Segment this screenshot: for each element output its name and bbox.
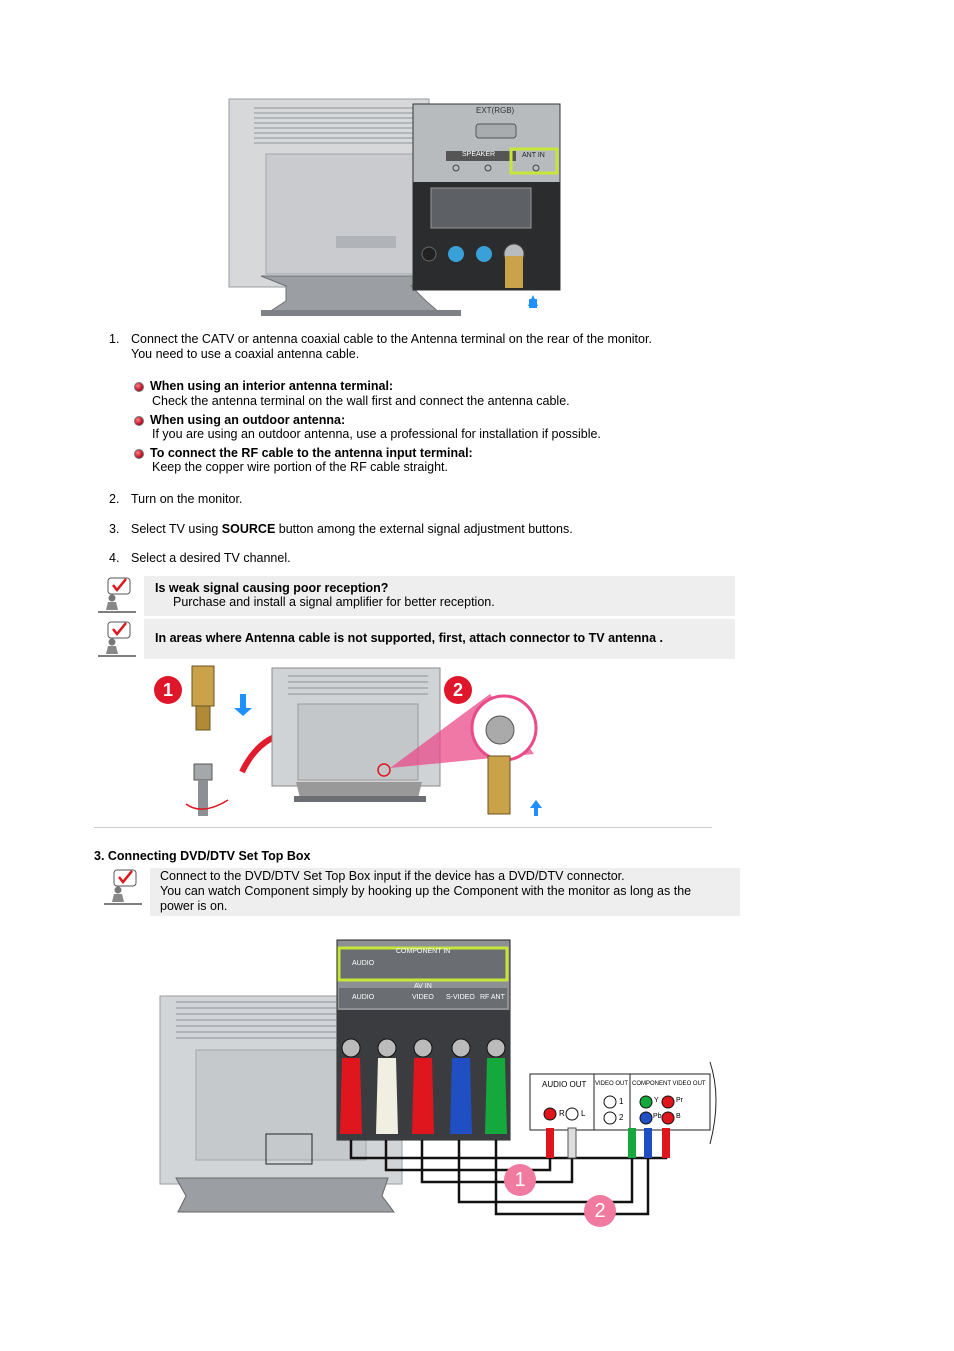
figure-component-connection: COMPONENT IN AUDIO AV IN AUDIO VIDEO S-V… xyxy=(156,938,722,1227)
av-in-label: AV IN xyxy=(414,983,432,990)
stb-jack-l: L xyxy=(581,1109,586,1118)
figure-connector-attach: 1 2 xyxy=(150,664,550,818)
video-jack-label: VIDEO xyxy=(412,994,434,1001)
memo-note-icon xyxy=(98,621,136,657)
stb-jack-y: Y xyxy=(654,1097,659,1104)
note-1-title: Is weak signal causing poor reception? xyxy=(155,581,389,595)
step-2-text: Turn on the monitor. xyxy=(131,492,243,506)
stb-component-out-header: COMPONENT VIDEO OUT xyxy=(632,1081,706,1087)
stb-jack-b: B xyxy=(676,1113,681,1120)
step-badge-2: 2 xyxy=(444,676,472,704)
connection-badge-2: 2 xyxy=(584,1195,616,1227)
note-3-line-1: Connect to the DVD/DTV Set Top Box input… xyxy=(160,869,625,883)
bullet-2-desc: If you are using an outdoor antenna, use… xyxy=(152,427,601,441)
stb-jack-pr: Pr xyxy=(676,1097,683,1104)
note-3-line-3: power is on. xyxy=(160,899,228,913)
section-3-heading: 3. Connecting DVD/DTV Set Top Box xyxy=(94,849,311,863)
step-2-number: 2. xyxy=(109,492,120,506)
note-set-top-box xyxy=(150,868,740,916)
stb-jack-pb: Pb xyxy=(653,1113,662,1120)
step-1-number: 1. xyxy=(109,332,120,346)
component-in-label: COMPONENT IN xyxy=(396,948,451,955)
stb-jack-1: 1 xyxy=(619,1097,624,1106)
step-3-number: 3. xyxy=(109,522,120,536)
component-audio-label: AUDIO xyxy=(352,960,375,967)
step-3-text: Select TV using SOURCE button among the … xyxy=(131,522,573,537)
memo-note-icon xyxy=(104,869,142,905)
bullet-2-title: When using an outdoor antenna: xyxy=(150,413,346,427)
step-4-text: Select a desired TV channel. xyxy=(131,551,291,565)
monitor-rear-illustration xyxy=(228,98,561,316)
ant-in-label: ANT IN xyxy=(522,152,545,159)
stb-jack-2: 2 xyxy=(619,1113,624,1122)
step-3-source-keyword: SOURCE xyxy=(221,522,276,536)
connection-badge-1: 1 xyxy=(504,1164,536,1196)
component-connection-illustration xyxy=(159,939,717,1216)
s-video-jack-label: S-VIDEO xyxy=(446,994,475,1001)
note-1-desc: Purchase and install a signal amplifier … xyxy=(173,595,495,609)
bullet-icon xyxy=(134,416,144,426)
stb-audio-out-header: AUDIO OUT xyxy=(542,1080,587,1089)
bullet-3-title: To connect the RF cable to the antenna i… xyxy=(150,446,473,460)
stb-jack-r: R xyxy=(559,1109,565,1118)
figure-antenna-connection: EXT(RGB) SPEAKER ANT IN xyxy=(226,96,562,322)
note-3-line-2: You can watch Component simply by hookin… xyxy=(160,884,692,898)
rf-ant-jack-label: RF ANT xyxy=(480,994,505,1001)
note-antenna-unsupported xyxy=(144,619,735,659)
step-3-pre: Select TV using xyxy=(131,522,222,536)
memo-note-icon xyxy=(98,577,136,613)
bullet-3-desc: Keep the copper wire portion of the RF c… xyxy=(152,460,448,474)
note-weak-signal xyxy=(144,576,735,616)
step-1-text: Connect the CATV or antenna coaxial cabl… xyxy=(131,332,652,346)
note-2-title: In areas where Antenna cable is not supp… xyxy=(155,631,663,645)
speaker-label: SPEAKER xyxy=(462,151,496,158)
section-divider xyxy=(94,827,712,828)
connector-attach-illustration xyxy=(185,665,542,816)
stb-video-out-header: VIDEO OUT xyxy=(595,1081,629,1087)
ext-rgb-label: EXT(RGB) xyxy=(476,106,515,115)
step-4-number: 4. xyxy=(109,551,120,565)
bullet-icon xyxy=(134,382,144,392)
step-3-post: button among the external signal adjustm… xyxy=(275,522,573,536)
bullet-1-desc: Check the antenna terminal on the wall f… xyxy=(152,394,570,408)
av-audio-label: AUDIO xyxy=(352,994,375,1001)
step-1-subtext: You need to use a coaxial antenna cable. xyxy=(131,347,360,361)
step-badge-1: 1 xyxy=(154,676,182,704)
bullet-1-title: When using an interior antenna terminal: xyxy=(150,379,394,393)
bullet-icon xyxy=(134,449,144,459)
